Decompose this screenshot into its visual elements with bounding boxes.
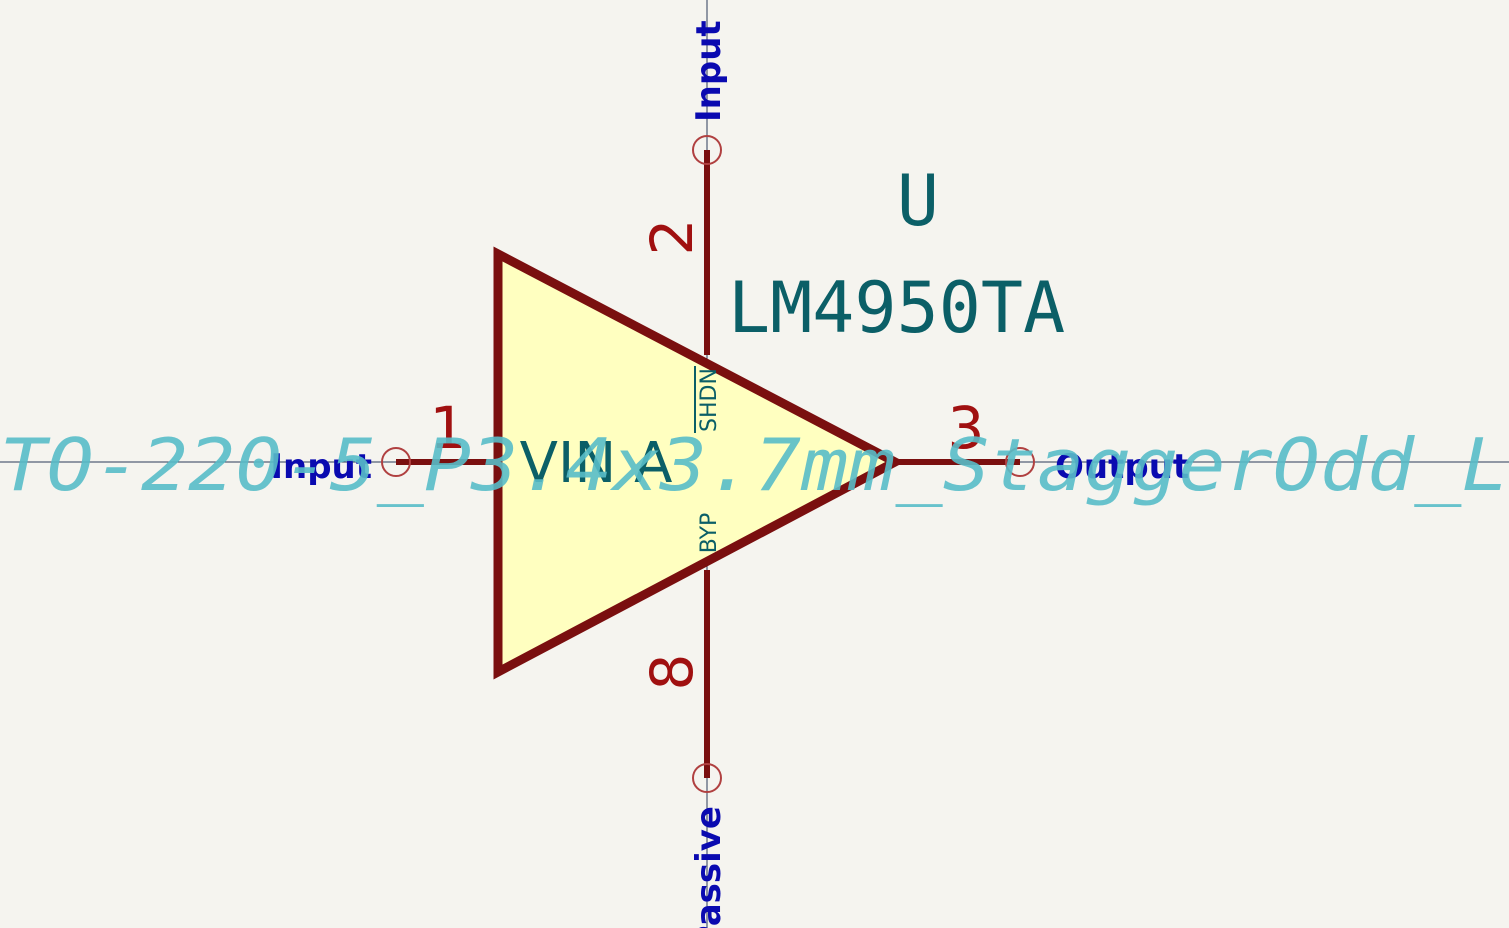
pin-bottom-number: 8 (638, 654, 706, 691)
pin-right-number: 3 (948, 394, 985, 462)
footprint-text[interactable]: TO-220-5_P3.4x3.7mm_StaggerOdd_L (0, 423, 1508, 507)
component-reference[interactable]: U (897, 160, 939, 242)
pin-top-number: 2 (638, 219, 706, 256)
body-label: VIN A (520, 431, 673, 496)
pin-bottom-end-circle[interactable] (692, 763, 722, 793)
net-label-top: Input (689, 20, 729, 122)
net-label-left: Input (270, 447, 372, 487)
amplifier-body[interactable] (493, 246, 905, 680)
pin-top-end-circle[interactable] (692, 135, 722, 165)
pin-name-shdn: SHDN (697, 368, 722, 432)
net-label-right: Output (1055, 447, 1189, 487)
pin-left-end-circle[interactable] (381, 447, 411, 477)
component-value[interactable]: LM4950TA (728, 267, 1065, 349)
net-label-bottom: Passive (689, 806, 729, 928)
pin-name-byp: BYP (697, 513, 722, 554)
pin-left-number: 1 (430, 394, 467, 462)
pin-right-end-circle[interactable] (1005, 447, 1035, 477)
